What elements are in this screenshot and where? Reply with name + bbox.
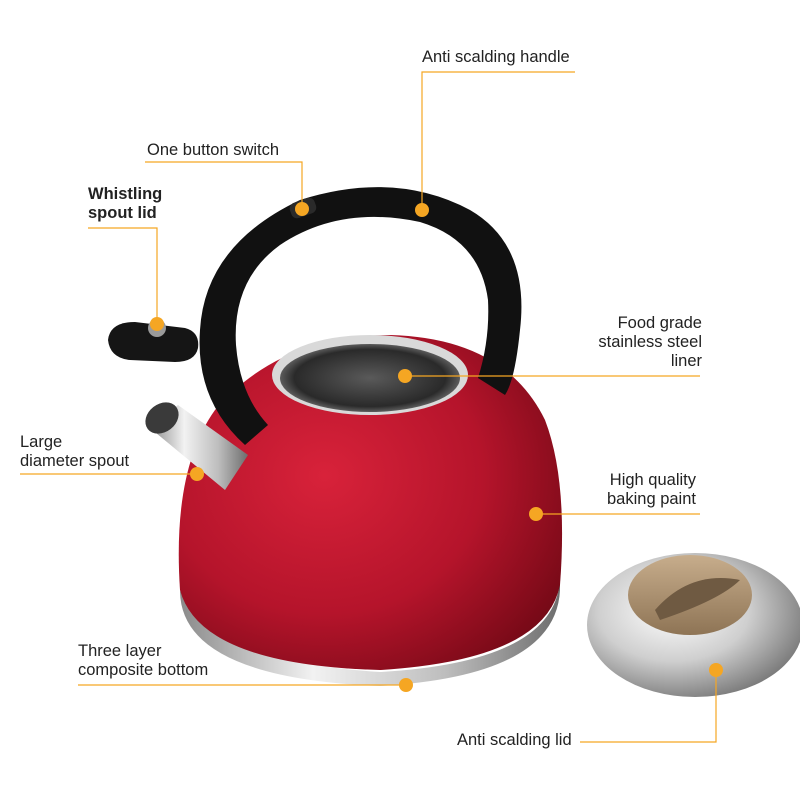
label-line: composite bottom (78, 661, 209, 679)
label-line: Anti scalding lid (457, 731, 572, 749)
label-line: liner (670, 352, 702, 370)
callout-lines (20, 71, 717, 743)
callout-line-lid (580, 670, 717, 743)
callout-dot-spout-lid (150, 317, 164, 331)
label-line: diameter spout (20, 452, 130, 470)
callout-dot-bottom (399, 678, 413, 692)
label-baking-paint: High quality baking paint (607, 471, 696, 509)
label-one-button-switch: One button switch (147, 141, 279, 160)
callout-line-spout-lid (88, 227, 158, 324)
kettle-handle (199, 187, 522, 445)
label-line: Anti scalding handle (422, 48, 570, 66)
detached-lid-grip (655, 578, 740, 620)
label-line: Large (20, 433, 63, 451)
label-anti-scalding-lid: Anti scalding lid (457, 731, 572, 750)
label-composite-bottom: Three layer composite bottom (78, 642, 208, 680)
label-line: baking paint (607, 490, 696, 508)
callout-dot-lid (709, 663, 723, 677)
label-line: Whistling (88, 185, 163, 203)
label-food-grade-liner: Food grade stainless steel liner (598, 314, 702, 371)
label-line: One button switch (147, 141, 280, 159)
label-line: stainless steel (598, 333, 702, 351)
callout-markers (150, 202, 723, 692)
callout-dot-liner (398, 369, 412, 383)
kettle-body (178, 335, 563, 670)
callout-line-switch (145, 161, 303, 209)
kettle-liner (280, 344, 460, 412)
label-line: Food grade (617, 314, 702, 332)
kettle-spout (150, 405, 248, 490)
callout-dot-switch (295, 202, 309, 216)
callout-line-handle (421, 71, 575, 210)
label-line: Three layer (78, 642, 162, 660)
label-whistling-spout-lid: Whistling spout lid (88, 185, 162, 223)
callout-dot-spout (190, 467, 204, 481)
callout-dot-handle (415, 203, 429, 217)
label-large-diameter-spout: Large diameter spout (20, 433, 129, 471)
label-line: High quality (609, 471, 696, 489)
spout-lid-lever (108, 322, 199, 362)
label-anti-scalding-handle: Anti scalding handle (422, 48, 570, 67)
spout-opening (145, 402, 179, 434)
label-line: spout lid (88, 204, 157, 222)
callout-dot-paint (529, 507, 543, 521)
